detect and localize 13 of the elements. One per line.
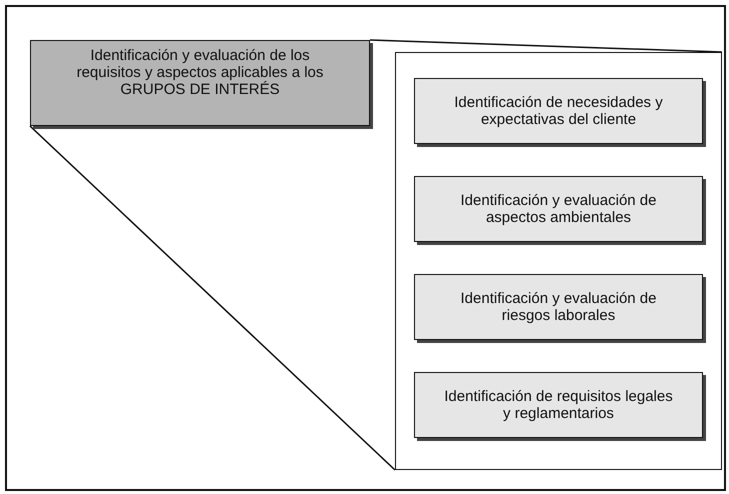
process-box (414, 372, 703, 438)
box-text: Identificación y evaluación de riesgos laborales (460, 290, 658, 324)
container-box (395, 52, 722, 470)
callout-line (370, 39, 722, 53)
process-box (414, 274, 703, 340)
process-box (414, 176, 703, 242)
box-text: Identificación de requisitos legales y reglamentarios (443, 388, 674, 422)
callout-line (29, 125, 396, 471)
box-text: Identificación de necesidades y expectativas del cliente (453, 94, 664, 128)
process-box (414, 78, 703, 144)
box-text: Identificación y evaluación de aspectos ambientales (460, 192, 658, 226)
heading-box (30, 40, 370, 126)
box-text: Identificación y evaluación de los requisitos y aspectos aplicables a los GRUPOS DE INTERÉS (76, 47, 324, 98)
